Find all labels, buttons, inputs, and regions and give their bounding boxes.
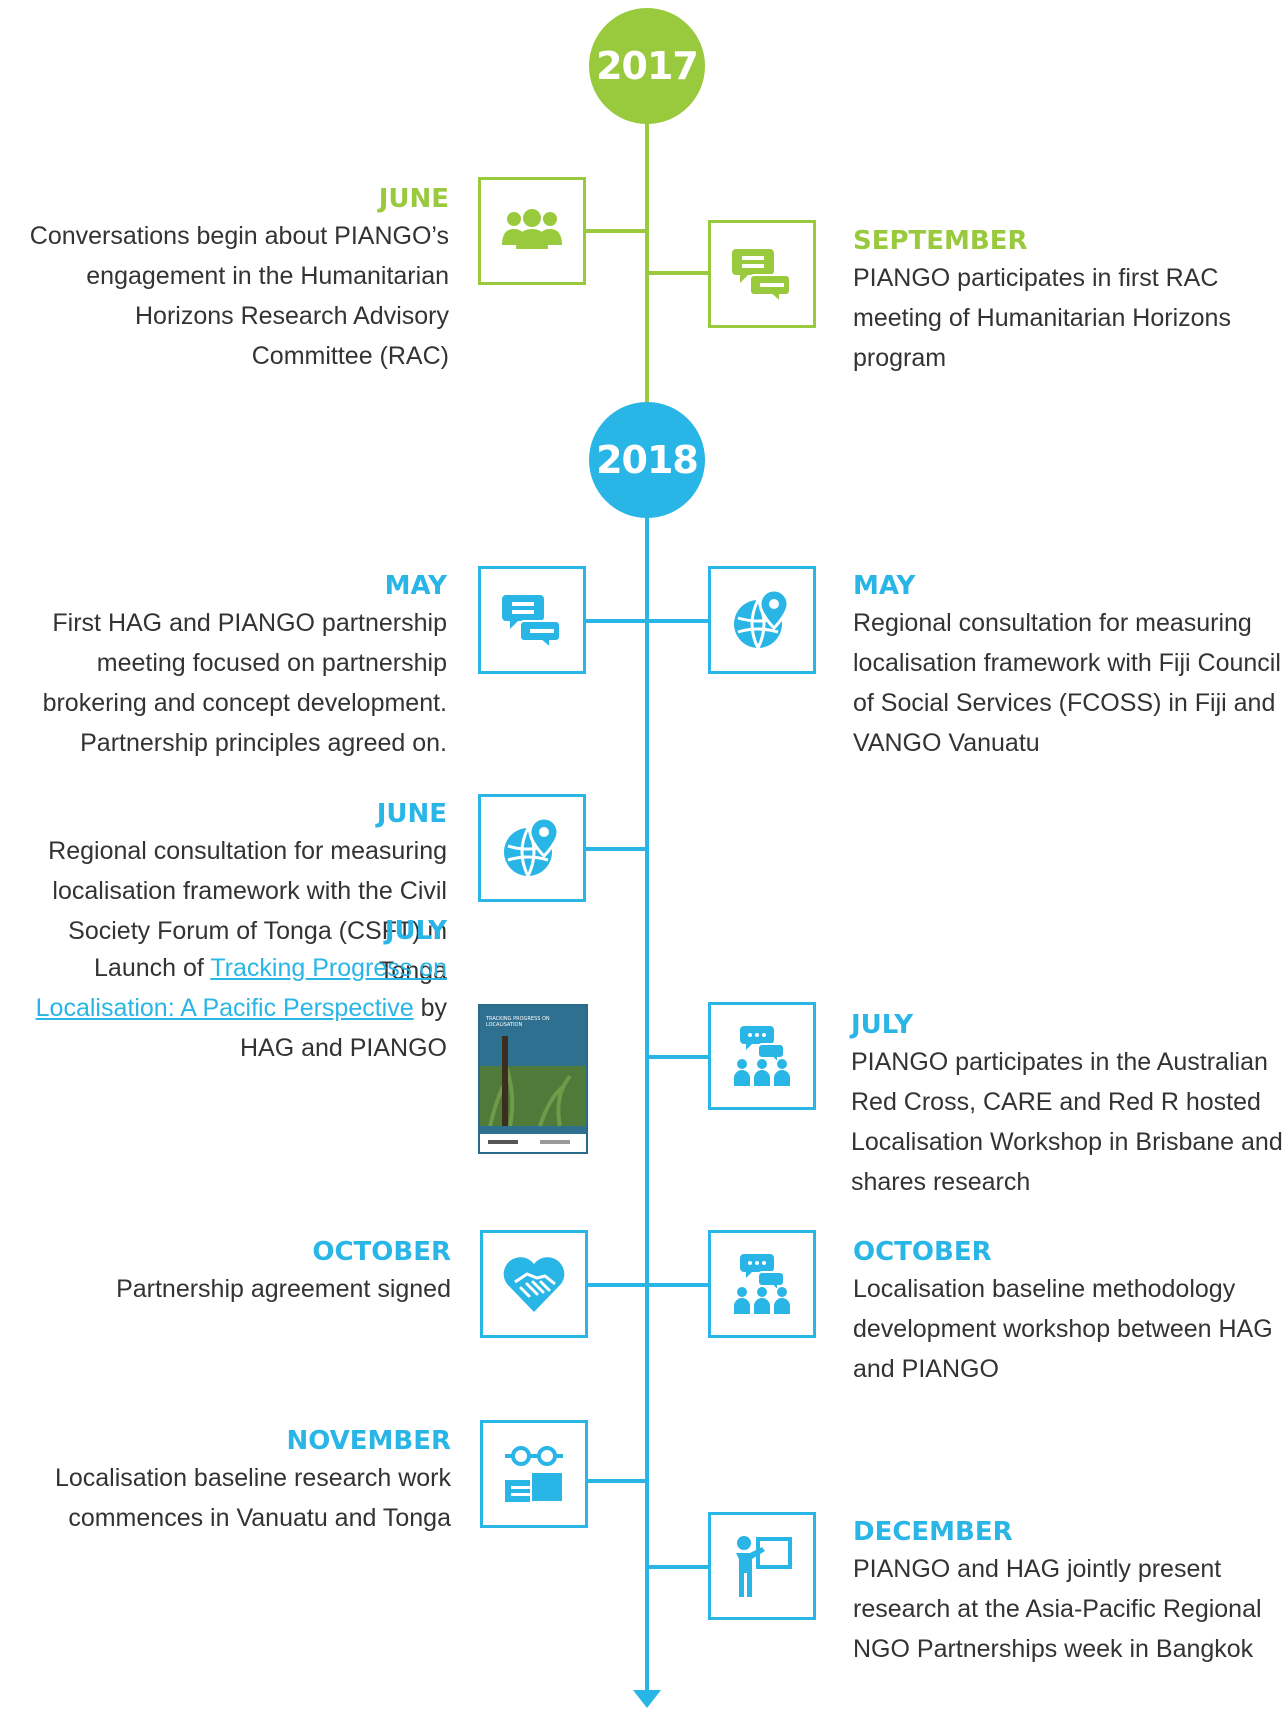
event-november-2018: NOVEMBER Localisation baseline research …: [11, 1424, 451, 1538]
event-icon-box: [708, 1230, 816, 1338]
year-marker-2017: 2017: [589, 8, 705, 124]
event-month: SEPTEMBER: [853, 226, 1028, 256]
event-icon-box: [708, 1512, 816, 1620]
connector: [586, 847, 647, 851]
discussion-group-icon: [734, 1254, 790, 1314]
event-icon-box: [708, 566, 816, 674]
event-month: JULY: [851, 1010, 914, 1040]
timeline-arrowhead: [633, 1690, 661, 1708]
chat-bubbles-icon: [502, 595, 561, 649]
discussion-group-icon: [734, 1026, 790, 1086]
event-description: Partnership agreement signed: [116, 1275, 451, 1303]
desc-suffix: by HAG and PIANGO: [239, 994, 447, 1062]
event-icon-box: [478, 566, 586, 674]
timeline-line-2018: [645, 460, 649, 1692]
event-description: Launch of Tracking Progress on Localisat…: [7, 948, 447, 1068]
event-description: Localisation baseline methodology develo…: [853, 1275, 1273, 1383]
event-month: MAY: [384, 571, 447, 601]
event-icon-box: [478, 177, 586, 285]
report-cover-image[interactable]: TRACKING PROGRESS ON LOCALISATION: [478, 1004, 588, 1154]
connector: [586, 1283, 711, 1287]
event-month: JULY: [384, 916, 447, 946]
connector: [586, 619, 711, 623]
handshake-heart-icon: [503, 1257, 565, 1312]
event-description: Regional consultation for measuring loca…: [853, 609, 1281, 757]
connector: [647, 1565, 708, 1569]
event-icon-box: [480, 1230, 588, 1338]
event-month: DECEMBER: [853, 1517, 1013, 1547]
connector: [647, 271, 708, 275]
event-may-2018-right: MAY Regional consultation for measuring …: [853, 569, 1283, 763]
report-cover-title: TRACKING PROGRESS ON LOCALISATION: [486, 1016, 550, 1028]
event-month: OCTOBER: [312, 1237, 451, 1267]
event-icon-box: [478, 794, 586, 902]
event-may-2018-left: MAY First HAG and PIANGO partnership mee…: [7, 569, 447, 763]
event-description: First HAG and PIANGO partnership meeting…: [42, 609, 447, 757]
event-month: OCTOBER: [853, 1237, 992, 1267]
connector: [647, 1055, 708, 1059]
desc-prefix: Launch of: [94, 954, 211, 982]
event-june-2018: JUNE Regional consultation for measuring…: [7, 797, 447, 991]
research-glasses-icon: [505, 1446, 564, 1503]
event-july-2018-left: JULY Launch of Tracking Progress on Loca…: [7, 914, 447, 1068]
year-marker-2018: 2018: [589, 402, 705, 518]
event-month: NOVEMBER: [286, 1426, 451, 1456]
event-icon-box: [480, 1420, 588, 1528]
event-month: JUNE: [376, 799, 447, 829]
connector: [586, 1479, 647, 1483]
event-description: PIANGO and HAG jointly present research …: [853, 1555, 1262, 1663]
event-december-2018: DECEMBER PIANGO and HAG jointly present …: [853, 1515, 1283, 1669]
timeline-line-2017: [645, 90, 649, 420]
event-icon-box: [708, 220, 816, 328]
event-description: Regional consultation for measuring loca…: [48, 837, 447, 985]
event-description: Conversations begin about PIANGO’s engag…: [29, 222, 449, 370]
chat-bubbles-icon: [732, 249, 791, 303]
report-cover-art: [480, 1006, 586, 1152]
connector: [586, 229, 647, 233]
event-october-2018-right: OCTOBER Localisation baseline methodolog…: [853, 1235, 1283, 1389]
globe-pin-icon: [504, 816, 560, 877]
event-description: PIANGO participates in first RAC meeting…: [853, 264, 1231, 372]
event-september-2017: SEPTEMBER PIANGO participates in first R…: [853, 224, 1283, 378]
event-description: Localisation baseline research work comm…: [54, 1464, 451, 1532]
event-october-2018-left: OCTOBER Partnership agreement signed: [11, 1235, 451, 1309]
globe-pin-icon: [734, 588, 790, 649]
event-month: MAY: [853, 571, 916, 601]
event-description: PIANGO participates in the Australian Re…: [851, 1048, 1283, 1196]
people-group-icon: [502, 209, 562, 249]
event-june-2017: JUNE Conversations begin about PIANGO’s …: [9, 182, 449, 376]
event-month: JUNE: [378, 184, 449, 214]
report-link[interactable]: Tracking Progress on Localisation: A Pac…: [35, 954, 447, 1022]
presenter-board-icon: [736, 1536, 792, 1597]
event-july-2018-right: JULY PIANGO participates in the Australi…: [851, 1008, 1283, 1202]
event-icon-box: [708, 1002, 816, 1110]
